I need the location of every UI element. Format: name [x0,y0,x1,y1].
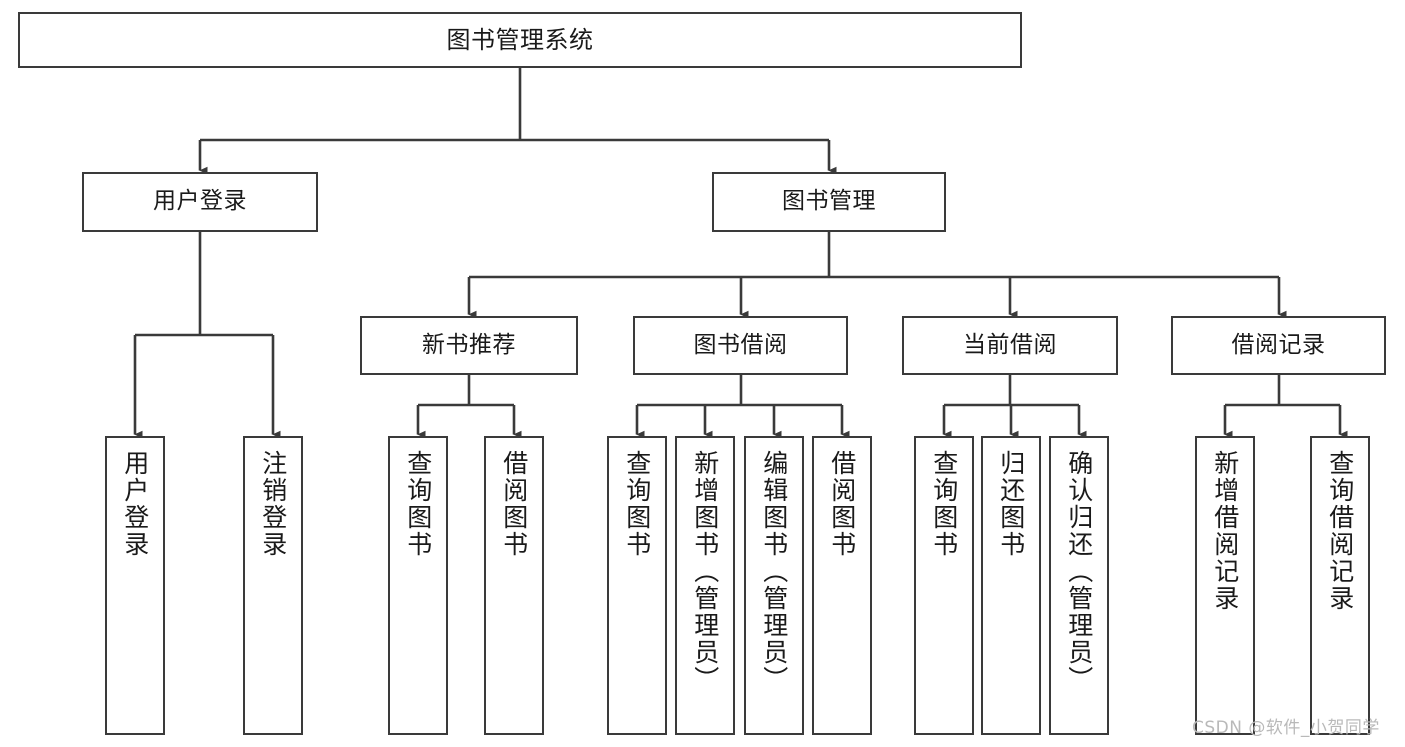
node-c1[interactable]: 查询图书 [914,436,974,735]
node-label: 新增图书（管理员） [690,450,720,693]
node-r1[interactable]: 新增借阅记录 [1195,436,1255,735]
node-label: 编辑图书（管理员） [759,450,789,693]
node-login[interactable]: 用户登录 [82,172,318,232]
node-l2[interactable]: 注销登录 [243,436,303,735]
node-n2[interactable]: 借阅图书 [484,436,544,735]
node-b3[interactable]: 编辑图书（管理员） [744,436,804,735]
node-label: 查询图书 [622,450,652,558]
node-root[interactable]: 图书管理系统 [18,12,1022,68]
node-label: 查询图书 [403,450,433,558]
node-c3[interactable]: 确认归还（管理员） [1049,436,1109,735]
node-label: 注销登录 [258,450,288,558]
node-borrow[interactable]: 图书借阅 [633,316,848,375]
node-label: 图书管理系统 [446,25,594,54]
node-records[interactable]: 借阅记录 [1171,316,1386,375]
node-label: 查询图书 [929,450,959,558]
node-label: 查询借阅记录 [1325,450,1355,612]
node-b2[interactable]: 新增图书（管理员） [675,436,735,735]
edges [133,68,1348,439]
node-b4[interactable]: 借阅图书 [812,436,872,735]
node-label: 归还图书 [996,450,1026,558]
node-r2[interactable]: 查询借阅记录 [1310,436,1370,735]
node-label: 确认归还（管理员） [1064,450,1094,693]
node-label: 借阅图书 [499,450,529,558]
node-label: 借阅图书 [827,450,857,558]
node-newbook[interactable]: 新书推荐 [360,316,578,375]
node-label: 借阅记录 [1231,331,1326,358]
node-l1[interactable]: 用户登录 [105,436,165,735]
node-c2[interactable]: 归还图书 [981,436,1041,735]
csdn-watermark: CSDN @软件_小贺同学 [1192,718,1380,738]
node-label: 新书推荐 [422,331,516,358]
node-label: 图书借阅 [693,331,788,358]
node-label: 用户登录 [120,450,150,558]
node-n1[interactable]: 查询图书 [388,436,448,735]
node-bookmgmt[interactable]: 图书管理 [712,172,946,232]
node-label: 新增借阅记录 [1210,450,1240,612]
node-label: 图书管理 [782,188,876,215]
node-label: 当前借阅 [963,331,1057,358]
node-current[interactable]: 当前借阅 [902,316,1118,375]
node-label: 用户登录 [153,188,247,215]
node-b1[interactable]: 查询图书 [607,436,667,735]
